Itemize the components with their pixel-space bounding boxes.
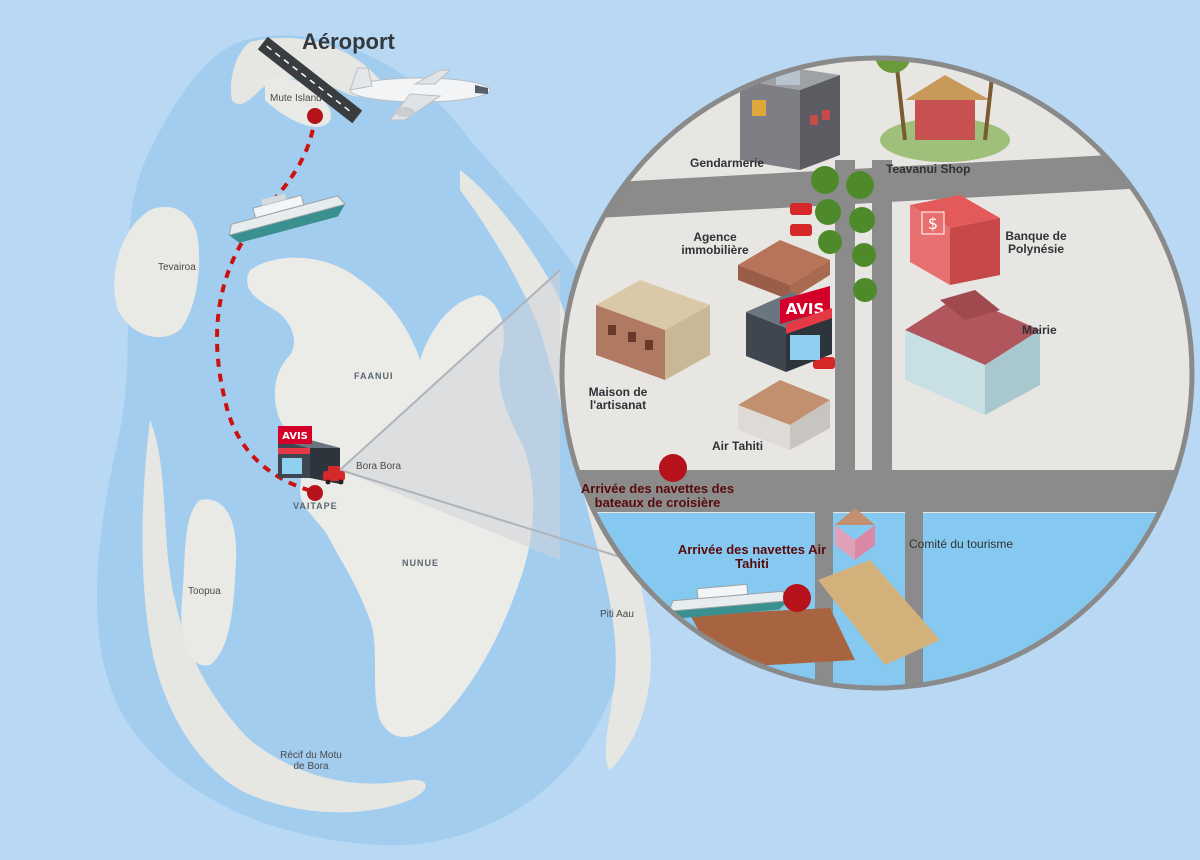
pavilion bbox=[818, 560, 940, 665]
toopua-island bbox=[181, 499, 237, 666]
zoom-inset: AVIS $ bbox=[562, 58, 1192, 688]
label-toopua: Toopua bbox=[188, 586, 221, 597]
palm-tree-icon bbox=[811, 166, 877, 302]
agence-immobiliere-building bbox=[738, 240, 830, 300]
car-icon bbox=[323, 466, 345, 485]
label-teavanui-shop: Teavanui Shop bbox=[886, 162, 971, 176]
label-banque-polynesie: Banque de Polynésie bbox=[1005, 229, 1067, 257]
label-vaitape: VAITAPE bbox=[293, 501, 338, 511]
label-bora-bora: Bora Bora bbox=[356, 461, 402, 472]
label-recif-motu: Récif du Motu de Bora bbox=[280, 750, 342, 772]
location-marker-icon bbox=[307, 485, 323, 501]
location-marker-icon bbox=[307, 108, 323, 124]
airplane-icon bbox=[349, 67, 491, 121]
comite-tourisme-building bbox=[835, 508, 875, 560]
map-title: Aéroport bbox=[302, 29, 395, 54]
zoom-border bbox=[559, 55, 1195, 691]
label-arrivee-air-tahiti: Arrivée des navettes Air Tahiti bbox=[677, 542, 827, 572]
label-comite-tourisme: Comité du tourisme bbox=[909, 537, 1014, 551]
label-faanui: FAANUI bbox=[354, 371, 394, 381]
ferry-icon bbox=[228, 193, 346, 243]
motu-south bbox=[142, 420, 426, 813]
avis-logo: AVIS bbox=[282, 431, 308, 442]
mairie-building bbox=[905, 290, 1040, 415]
label-piti-aau: Piti Aau bbox=[600, 609, 634, 620]
label-agence-immobiliere: Agence immobilière bbox=[681, 230, 749, 258]
air-tahiti-building bbox=[738, 380, 830, 450]
label-air-tahiti: Air Tahiti bbox=[712, 439, 764, 453]
location-marker-icon bbox=[783, 584, 811, 612]
shuttle-route bbox=[215, 114, 317, 494]
runway bbox=[257, 36, 363, 124]
avis-logo: AVIS bbox=[786, 300, 825, 318]
maison-artisanat-building bbox=[596, 280, 710, 380]
label-arrivee-croisiere: Arrivée des navettes des bateaux de croi… bbox=[580, 481, 735, 511]
label-mairie: Mairie bbox=[1022, 323, 1057, 337]
motu-east bbox=[460, 170, 651, 770]
label-maison-artisanat: Maison de l'artisanat bbox=[588, 385, 648, 413]
location-marker-icon bbox=[659, 454, 687, 482]
bank-icon: $ bbox=[910, 195, 1000, 285]
label-nunue: NUNUE bbox=[402, 558, 440, 568]
dollar-icon: $ bbox=[928, 214, 938, 233]
label-tevairoa: Tevairoa bbox=[158, 262, 196, 273]
tevairoa-island bbox=[114, 206, 200, 338]
label-mute-island: Mute Island bbox=[270, 93, 322, 104]
gendarmerie-building bbox=[740, 58, 840, 170]
avis-store-icon: AVIS bbox=[746, 286, 832, 372]
label-gendarmerie: Gendarmerie bbox=[690, 156, 765, 170]
